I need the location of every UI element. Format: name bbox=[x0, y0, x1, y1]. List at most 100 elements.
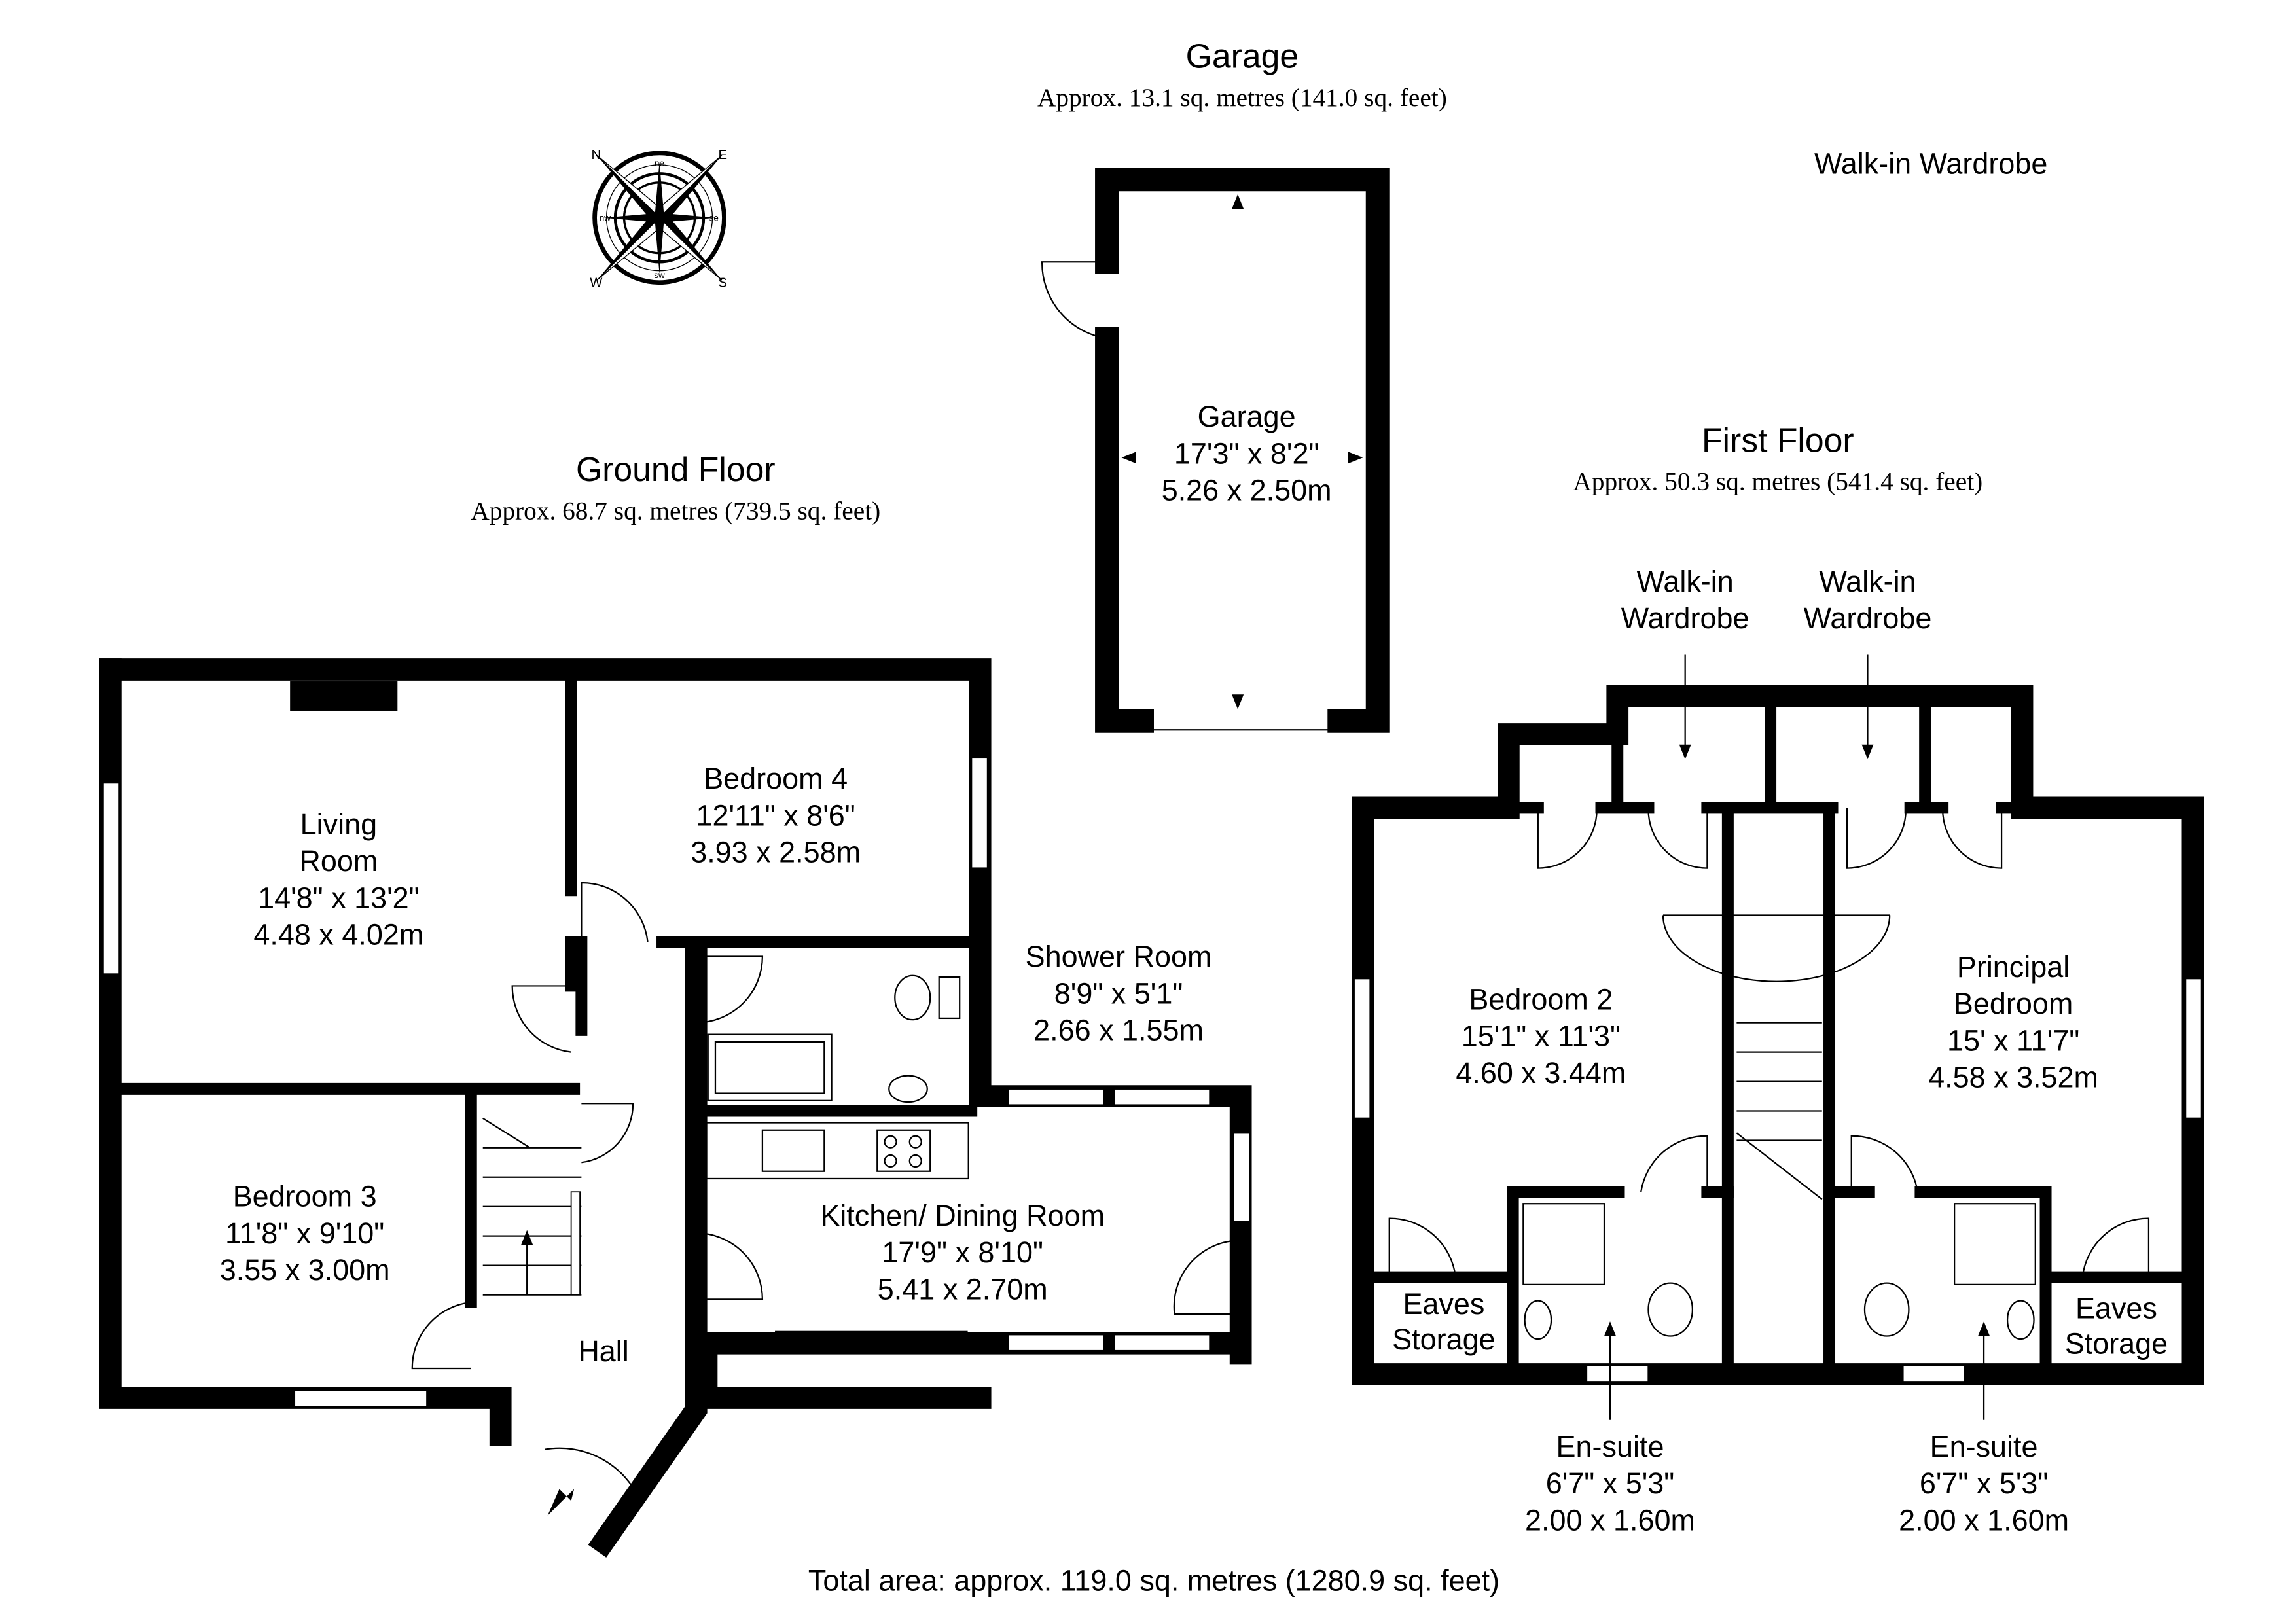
bedroom4-imperial: 12'11" x 8'6" bbox=[696, 798, 855, 832]
window bbox=[293, 1389, 428, 1408]
toilet-icon bbox=[1647, 1282, 1694, 1337]
wardrobe1-name-2: Wardrobe bbox=[1621, 601, 1749, 635]
door[interactable] bbox=[1537, 808, 1598, 869]
window bbox=[102, 782, 120, 975]
shower-tray-icon bbox=[1954, 1203, 2036, 1285]
door[interactable] bbox=[1942, 808, 2003, 869]
window bbox=[1113, 1334, 1211, 1352]
garage-door[interactable] bbox=[1041, 261, 1107, 340]
bedroom3-imperial: 11'8" x 9'10" bbox=[225, 1217, 384, 1250]
principal-name: Principal bbox=[1957, 950, 2070, 984]
ensuite1-name: En-suite bbox=[1556, 1430, 1664, 1463]
compass-n: N bbox=[592, 148, 601, 162]
living-room-metric: 4.48 x 4.02m bbox=[253, 918, 423, 951]
hob-icon bbox=[876, 1129, 931, 1172]
window bbox=[2185, 978, 2202, 1119]
door[interactable] bbox=[1640, 1135, 1708, 1192]
door[interactable] bbox=[696, 1232, 764, 1300]
front-door[interactable] bbox=[544, 1447, 641, 1531]
shower-room-name: Shower Room bbox=[1026, 940, 1212, 973]
door[interactable] bbox=[1850, 1135, 1919, 1192]
door[interactable] bbox=[1173, 1240, 1241, 1315]
kitchen-metric: 5.41 x 2.70m bbox=[878, 1272, 1048, 1306]
window bbox=[1113, 1088, 1211, 1106]
kitchen-imperial: 17'9" x 8'10" bbox=[882, 1236, 1043, 1269]
principal-metric: 4.58 x 3.52m bbox=[1928, 1061, 2098, 1094]
window bbox=[971, 757, 989, 869]
compass-e: E bbox=[718, 148, 727, 162]
shower-room-metric: 2.66 x 1.55m bbox=[1033, 1014, 1204, 1047]
bath-icon bbox=[707, 1033, 833, 1101]
principal-imperial: 15' x 11'7" bbox=[1947, 1024, 2079, 1057]
door[interactable] bbox=[581, 882, 649, 942]
bedroom2-imperial: 15'1" x 11'3" bbox=[1462, 1020, 1621, 1053]
entrance-arrow-icon bbox=[547, 1489, 575, 1516]
window bbox=[1007, 1088, 1105, 1106]
living-room-imperial: 14'8" x 13'2" bbox=[258, 881, 420, 914]
ensuite2-metric: 2.00 x 1.60m bbox=[1899, 1503, 2069, 1537]
ground-floor-plan bbox=[99, 658, 1252, 1558]
bedroom2-metric: 4.60 x 3.44m bbox=[1456, 1056, 1626, 1090]
garage-plan bbox=[1041, 168, 1390, 733]
window bbox=[1585, 1364, 1649, 1383]
bedroom2-name: Bedroom 2 bbox=[1469, 982, 1613, 1016]
garage-imperial: 17'3" x 8'2" bbox=[1174, 437, 1319, 470]
compass-s: S bbox=[718, 276, 727, 290]
compass-nw: nw bbox=[600, 213, 611, 223]
window bbox=[1902, 1364, 1965, 1383]
ensuite2-name: En-suite bbox=[1930, 1430, 2038, 1463]
basin-icon bbox=[888, 1075, 928, 1103]
garage-area: Approx. 13.1 sq. metres (141.0 sq. feet) bbox=[1037, 83, 1447, 112]
window bbox=[1007, 1334, 1105, 1352]
kitchen-name: Kitchen/ Dining Room bbox=[820, 1199, 1105, 1232]
ensuite2-imperial: 6'7" x 5'3" bbox=[1920, 1467, 2049, 1500]
eaves1-name: Eaves bbox=[1403, 1287, 1484, 1321]
ensuite1-metric: 2.00 x 1.60m bbox=[1525, 1503, 1695, 1537]
door[interactable] bbox=[511, 985, 571, 1053]
door[interactable] bbox=[581, 1103, 634, 1164]
shower-room-imperial: 8'9" x 5'1" bbox=[1054, 976, 1183, 1010]
bedroom4-metric: 3.93 x 2.58m bbox=[691, 836, 861, 869]
door[interactable] bbox=[1846, 808, 1907, 869]
compass-rose-icon bbox=[592, 151, 726, 285]
ensuite1-imperial: 6'7" x 5'3" bbox=[1546, 1467, 1675, 1500]
bedroom4-name: Bedroom 4 bbox=[704, 762, 848, 795]
ground-floor-area: Approx. 68.7 sq. metres (739.5 sq. feet) bbox=[471, 497, 880, 526]
wardrobe1-name: Walk-in bbox=[1637, 565, 1734, 598]
compass-se: se bbox=[709, 213, 719, 223]
window bbox=[1232, 1132, 1251, 1222]
first-floor-plan bbox=[1352, 654, 2204, 1420]
garage-name: Garage bbox=[1198, 400, 1296, 433]
walk-in-wardrobe-label: Walk-in Wardrobe bbox=[1814, 147, 2047, 180]
basin-icon bbox=[2006, 1300, 2035, 1340]
shower-tray-icon bbox=[1522, 1203, 1605, 1285]
door[interactable] bbox=[1662, 914, 1891, 982]
window bbox=[1353, 978, 1371, 1119]
compass-w: W bbox=[590, 276, 603, 290]
compass-ne: ne bbox=[655, 158, 664, 168]
garage-metric: 5.26 x 2.50m bbox=[1162, 473, 1332, 507]
eaves2-name: Eaves bbox=[2075, 1292, 2157, 1325]
staircase bbox=[482, 1117, 582, 1296]
toilet-icon bbox=[1863, 1282, 1910, 1337]
staircase bbox=[1736, 1022, 1823, 1200]
door[interactable] bbox=[411, 1301, 471, 1370]
door[interactable] bbox=[2081, 1217, 2150, 1277]
wardrobe2-name-2: Wardrobe bbox=[1804, 601, 1932, 635]
door[interactable] bbox=[1647, 808, 1708, 869]
garage-heading: Garage bbox=[1186, 37, 1299, 75]
hall-name: Hall bbox=[578, 1334, 628, 1368]
living-room-name-2: Room bbox=[299, 844, 378, 878]
wardrobe2-name: Walk-in bbox=[1819, 565, 1916, 598]
door[interactable] bbox=[1388, 1217, 1457, 1277]
first-floor-heading: First Floor bbox=[1702, 421, 1854, 459]
kitchen-counter bbox=[706, 1122, 969, 1180]
toilet-icon bbox=[894, 974, 931, 1021]
ground-floor-heading: Ground Floor bbox=[576, 450, 776, 488]
bedroom3-metric: 3.55 x 3.00m bbox=[220, 1253, 390, 1287]
basin-icon bbox=[1524, 1300, 1552, 1340]
door[interactable] bbox=[696, 955, 764, 1024]
total-area: Total area: approx. 119.0 sq. metres (12… bbox=[808, 1564, 1499, 1597]
sink-icon bbox=[761, 1129, 825, 1172]
